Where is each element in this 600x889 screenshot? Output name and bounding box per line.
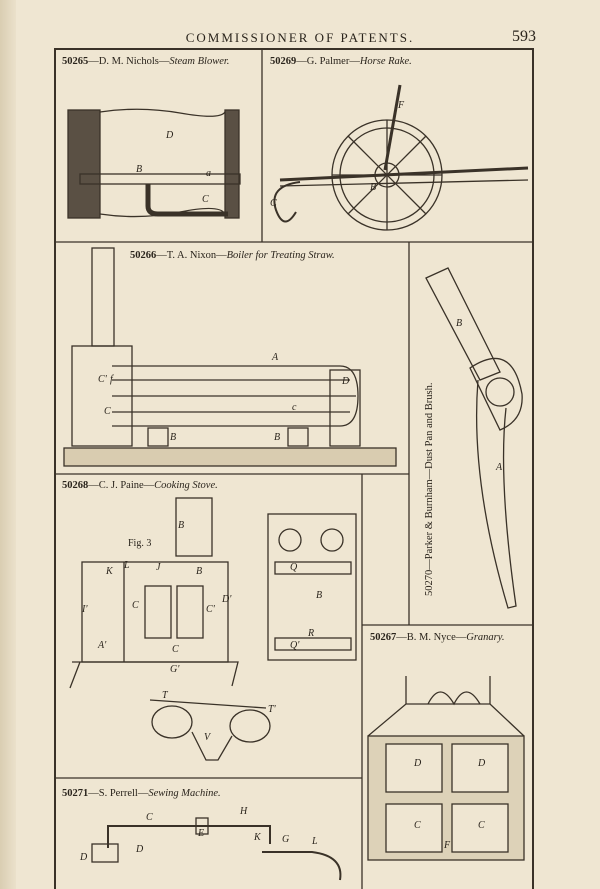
figure-label: C	[172, 644, 179, 655]
figure-label: D'	[222, 594, 232, 605]
figure-label: C	[478, 820, 485, 831]
figure-label: H	[240, 806, 248, 817]
caption-50266: 50266—T. A. Nixon—Boiler for Treating St…	[130, 250, 335, 261]
figure-label: B	[316, 590, 323, 601]
caption-50265: 50265—D. M. Nichols—Steam Blower.	[62, 56, 230, 67]
page-header-title: COMMISSIONER OF PATENTS.	[185, 30, 415, 45]
figure-label: G'	[170, 664, 180, 675]
figure-label: C	[202, 194, 209, 205]
figure-label: V	[204, 732, 211, 743]
figure-label: E	[198, 828, 205, 839]
figure-label: D	[166, 130, 174, 141]
figure-label: L	[312, 836, 318, 847]
figure-label: A'	[98, 640, 107, 651]
figure-label: C'	[206, 604, 215, 615]
figure-label: F	[444, 840, 451, 851]
figure-label: A	[496, 462, 503, 473]
figure-label: L	[124, 560, 130, 571]
caption-50270: 50270—Parker & Burnham—Dust Pan and Brus…	[424, 382, 435, 597]
horse-rake-drawing	[273, 84, 529, 231]
caption-50268: 50268—C. J. Paine—Cooking Stove.	[62, 480, 218, 491]
figure-label: F	[398, 100, 405, 111]
figure-label: D	[478, 758, 486, 769]
figure-label: T	[162, 690, 168, 701]
figure-label: C	[146, 812, 153, 823]
figure-label: B	[196, 566, 203, 577]
figure-label: C	[270, 198, 277, 209]
figure-label: f	[110, 374, 113, 385]
page-binding-shadow	[0, 0, 16, 889]
figure-label: B	[370, 182, 377, 193]
figure-label: K	[254, 832, 261, 843]
figure-label: Q'	[290, 640, 300, 651]
figure-label: C	[104, 406, 111, 417]
caption-50269: 50269—G. Palmer—Horse Rake.	[270, 56, 412, 67]
figure-label: B	[170, 432, 177, 443]
dust-pan-drawing	[425, 267, 523, 609]
figure-label: C	[414, 820, 421, 831]
sewing-machine-drawing	[91, 817, 342, 881]
granary-drawing	[367, 676, 525, 861]
figure-label: B	[178, 520, 185, 531]
boiler-drawing	[63, 247, 397, 467]
figure-label: Fig. 3	[128, 538, 152, 549]
figure-label: c	[292, 402, 297, 413]
figure-label: J	[156, 562, 161, 573]
caption-50267: 50267—B. M. Nyce—Granary.	[370, 632, 505, 643]
figure-label: D	[342, 376, 350, 387]
page-number: 593	[512, 28, 536, 45]
figure-label: B	[274, 432, 281, 443]
figure-label: I'	[82, 604, 88, 615]
figure-plate-frame	[54, 48, 534, 889]
figure-label: R	[308, 628, 315, 639]
cooking-stove-drawing	[69, 497, 357, 761]
figure-label: B	[456, 318, 463, 329]
figure-label: C'	[98, 374, 107, 385]
figure-label: B	[136, 164, 143, 175]
figure-label: D	[80, 852, 88, 863]
figure-label: A	[272, 352, 279, 363]
figure-label: a	[206, 168, 211, 179]
figure-label: G	[282, 834, 290, 845]
figure-label: D	[136, 844, 144, 855]
figure-label: D	[414, 758, 422, 769]
figure-label: K	[106, 566, 113, 577]
steam-blower-drawing	[67, 108, 241, 219]
figure-label: T'	[268, 704, 276, 715]
figure-label: Q	[290, 562, 298, 573]
caption-50271: 50271—S. Perrell—Sewing Machine.	[62, 788, 221, 799]
figure-label: C	[132, 600, 139, 611]
